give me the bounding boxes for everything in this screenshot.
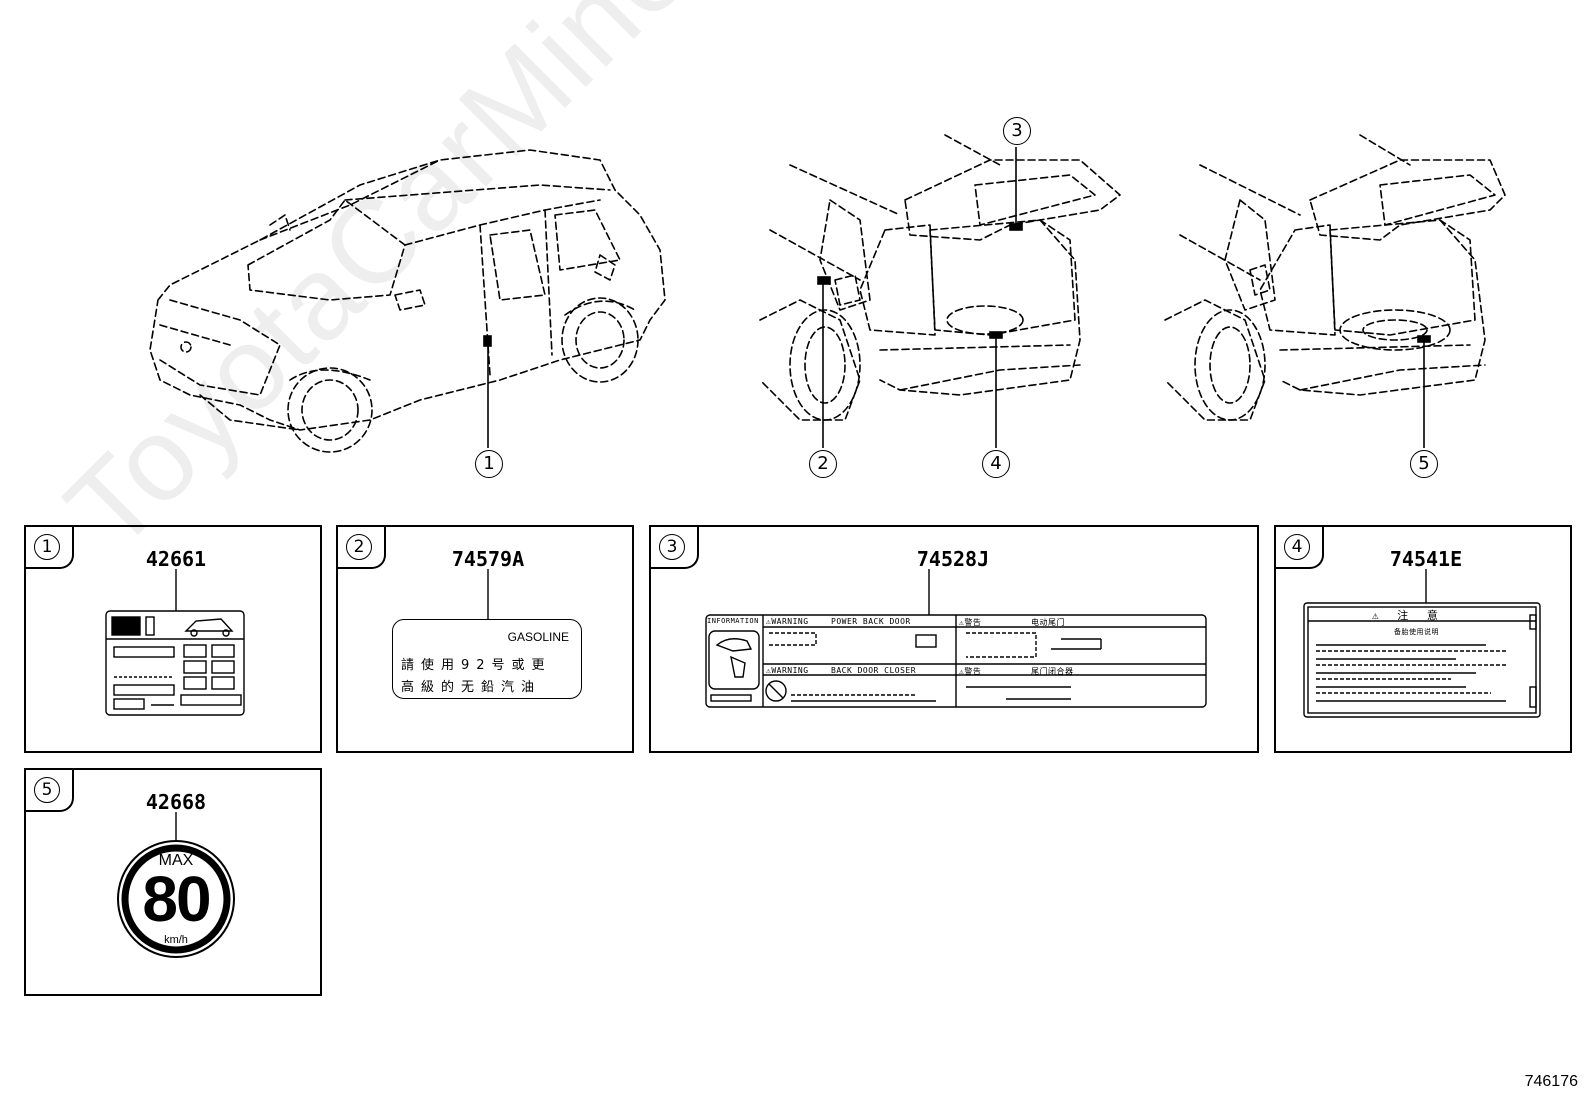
warning-2-cn-title: 尾门闭合器	[1031, 667, 1074, 676]
speed-limit-max-text: MAX	[158, 852, 194, 869]
speed-limit-value: 80	[142, 863, 211, 935]
label-74541E-drawing	[1303, 569, 1541, 718]
panel-tab	[1274, 525, 1324, 569]
panel-1: 1 42661	[24, 525, 322, 753]
callout-3: 3	[1003, 117, 1031, 145]
part-number: 42661	[145, 547, 207, 571]
label-location-1-marker	[483, 335, 492, 347]
label-location-4-marker	[989, 331, 1003, 339]
car-front-view-drawing	[149, 149, 666, 453]
panel-number: 1	[34, 534, 60, 560]
panel-tab	[336, 525, 386, 569]
fuel-instruction-line-1: 請使用92号或更	[401, 658, 552, 673]
panel-number: 5	[34, 777, 60, 803]
figure-id: 746176	[1524, 1073, 1578, 1090]
label-location-3-marker	[1009, 223, 1023, 231]
caution-subtitle: 备胎使用说明	[1394, 628, 1439, 636]
callout-1: 1	[475, 450, 503, 478]
callout-2: 2	[809, 450, 837, 478]
caution-heading: ⚠ 注 意	[1372, 609, 1444, 622]
fuel-octane-label: GASOLINE 請使用92号或更 高級的无鉛汽油	[392, 619, 582, 699]
warning-2-title: BACK DOOR CLOSER	[831, 666, 917, 675]
panel-3: 3 74528J INFORMATIO	[649, 525, 1259, 753]
panel-number: 2	[346, 534, 372, 560]
warning-1-cn-heading: ⚠警告	[959, 618, 982, 627]
warning-1-heading: ⚠WARNING	[766, 617, 809, 626]
label-74528J-drawing	[705, 569, 1207, 708]
part-number: 74528J	[916, 547, 990, 571]
label-location-5-marker	[1417, 335, 1431, 343]
panel-2: 2 74579A GASOLINE 請使用92号或更 高級的无鉛汽油	[336, 525, 634, 753]
panel-4: 4 74541E ⚠ 注 意 备胎使用说明	[1274, 525, 1572, 753]
car-rear-view-spare-tire-drawing	[1164, 134, 1506, 421]
warning-2-heading: ⚠WARNING	[766, 666, 809, 675]
leader-line	[487, 569, 489, 619]
panel-5: 5 42668 MAX 80 km/h	[24, 768, 322, 996]
part-number: 74541E	[1389, 547, 1463, 571]
panel-tab	[649, 525, 699, 569]
panel-number: 4	[1284, 534, 1310, 560]
warning-2-cn-heading: ⚠警告	[959, 667, 982, 676]
information-heading: INFORMATION	[707, 617, 759, 625]
panel-tab	[24, 768, 74, 812]
callout-4: 4	[982, 450, 1010, 478]
speed-limit-unit: km/h	[164, 934, 188, 946]
car-rear-view-open-hatch-drawing	[759, 134, 1121, 421]
warning-1-title: POWER BACK DOOR	[831, 617, 911, 626]
label-42661-drawing	[105, 569, 245, 716]
fuel-instruction-line-2: 高級的无鉛汽油	[401, 680, 542, 695]
warning-1-cn-title: 电动尾门	[1031, 618, 1065, 627]
panel-number: 3	[659, 534, 685, 560]
speed-limit-sign-drawing	[117, 812, 235, 958]
part-number: 42668	[145, 790, 207, 814]
panel-tab	[24, 525, 74, 569]
label-location-2-marker	[817, 276, 831, 285]
callout-5: 5	[1410, 450, 1438, 478]
part-number: 74579A	[451, 547, 525, 571]
fuel-type-text: GASOLINE	[507, 630, 569, 644]
